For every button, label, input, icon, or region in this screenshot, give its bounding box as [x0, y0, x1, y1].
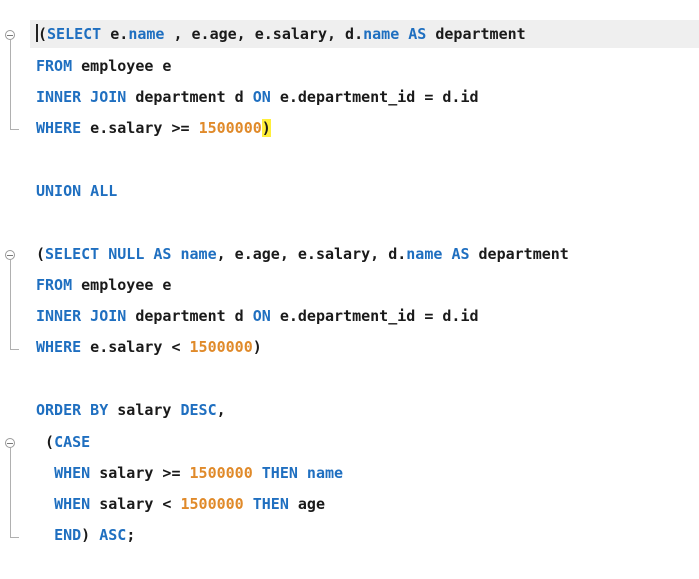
code-line[interactable]: ORDER BY salary DESC,: [36, 396, 226, 424]
sql-keyword: name: [363, 25, 400, 43]
code-line[interactable]: END) ASC;: [36, 521, 135, 549]
fold-collapse-icon[interactable]: [5, 30, 15, 40]
sql-keyword: INNER JOIN: [36, 88, 127, 106]
sql-text: department: [426, 25, 526, 43]
code-line[interactable]: WHERE e.salary < 1500000): [36, 333, 262, 361]
fold-region-line: [10, 260, 19, 350]
code-line[interactable]: FROM employee e: [36, 271, 171, 299]
sql-text: ): [261, 119, 271, 137]
sql-text: e.department_id = d.id: [270, 307, 479, 325]
sql-text: employee e: [72, 276, 172, 294]
sql-keyword: THEN name: [261, 464, 344, 482]
fold-gutter: [0, 0, 30, 579]
sql-keyword: ORDER BY: [36, 401, 109, 419]
sql-keyword: AS: [408, 25, 427, 43]
code-line[interactable]: FROM employee e: [36, 52, 171, 80]
sql-number: 1500000: [189, 338, 253, 356]
sql-keyword: name: [406, 245, 443, 263]
sql-text: e.salary >=: [81, 119, 199, 137]
code-line[interactable]: (SELECT NULL AS name, e.age, e.salary, d…: [36, 240, 569, 268]
sql-text: salary >=: [90, 464, 190, 482]
sql-text: ;: [126, 526, 136, 544]
sql-text: [253, 464, 262, 482]
fold-region-line: [10, 448, 19, 538]
sql-keyword: SELECT NULL AS name: [45, 245, 217, 263]
sql-keyword: INNER JOIN: [36, 307, 127, 325]
sql-text: (: [36, 245, 46, 263]
code-line[interactable]: INNER JOIN department d ON e.department_…: [36, 302, 479, 330]
code-line[interactable]: WHEN salary < 1500000 THEN age: [36, 490, 325, 518]
sql-keyword: WHERE: [36, 338, 82, 356]
sql-keyword: ON: [252, 307, 271, 325]
sql-text: (: [38, 25, 48, 43]
sql-text: e.: [101, 25, 129, 43]
sql-keyword: FROM: [36, 57, 73, 75]
sql-keyword: name: [128, 25, 165, 43]
fold-region-line: [10, 40, 19, 130]
code-line[interactable]: (SELECT e.name , e.age, e.salary, d.name…: [30, 20, 699, 48]
fold-collapse-icon[interactable]: [5, 250, 15, 260]
sql-text: (: [36, 433, 55, 451]
sql-keyword: FROM: [36, 276, 73, 294]
sql-text: salary: [108, 401, 181, 419]
code-line[interactable]: UNION ALL: [36, 177, 117, 205]
sql-keyword: WHERE: [36, 119, 82, 137]
sql-keyword: END: [54, 526, 82, 544]
sql-number: 1500000: [198, 119, 262, 137]
code-line[interactable]: WHERE e.salary >= 1500000): [36, 114, 271, 142]
sql-text: e.salary <: [81, 338, 190, 356]
sql-text: salary <: [90, 495, 181, 513]
sql-keyword: DESC: [180, 401, 217, 419]
sql-keyword: THEN: [252, 495, 289, 513]
sql-text: [36, 464, 54, 482]
sql-text: ): [252, 338, 262, 356]
sql-text: age: [288, 495, 325, 513]
sql-number: 1500000: [189, 464, 253, 482]
sql-text: ): [81, 526, 100, 544]
sql-keyword: WHEN: [54, 464, 91, 482]
sql-text: department d: [126, 307, 253, 325]
sql-keyword: SELECT: [47, 25, 102, 43]
sql-keyword: AS: [451, 245, 470, 263]
text-caret: [36, 24, 38, 42]
code-line[interactable]: (CASE: [36, 428, 90, 456]
sql-text: [36, 495, 54, 513]
sql-text: , e.age, e.salary, d.: [164, 25, 364, 43]
sql-text: [399, 25, 408, 43]
fold-collapse-icon[interactable]: [5, 438, 15, 448]
sql-keyword: WHEN: [54, 495, 91, 513]
sql-text: e.department_id = d.id: [270, 88, 479, 106]
sql-keyword: UNION ALL: [36, 182, 118, 200]
sql-text: employee e: [72, 57, 172, 75]
sql-text: department d: [126, 88, 253, 106]
sql-text: [244, 495, 253, 513]
sql-text: department: [469, 245, 569, 263]
sql-keyword: ON: [252, 88, 271, 106]
sql-text: [36, 526, 54, 544]
sql-text: ,: [216, 401, 226, 419]
code-line[interactable]: WHEN salary >= 1500000 THEN name: [36, 459, 343, 487]
code-line[interactable]: INNER JOIN department d ON e.department_…: [36, 83, 479, 111]
sql-keyword: CASE: [54, 433, 91, 451]
sql-number: 1500000: [180, 495, 244, 513]
sql-text: , e.age, e.salary, d.: [216, 245, 407, 263]
sql-keyword: ASC: [99, 526, 127, 544]
